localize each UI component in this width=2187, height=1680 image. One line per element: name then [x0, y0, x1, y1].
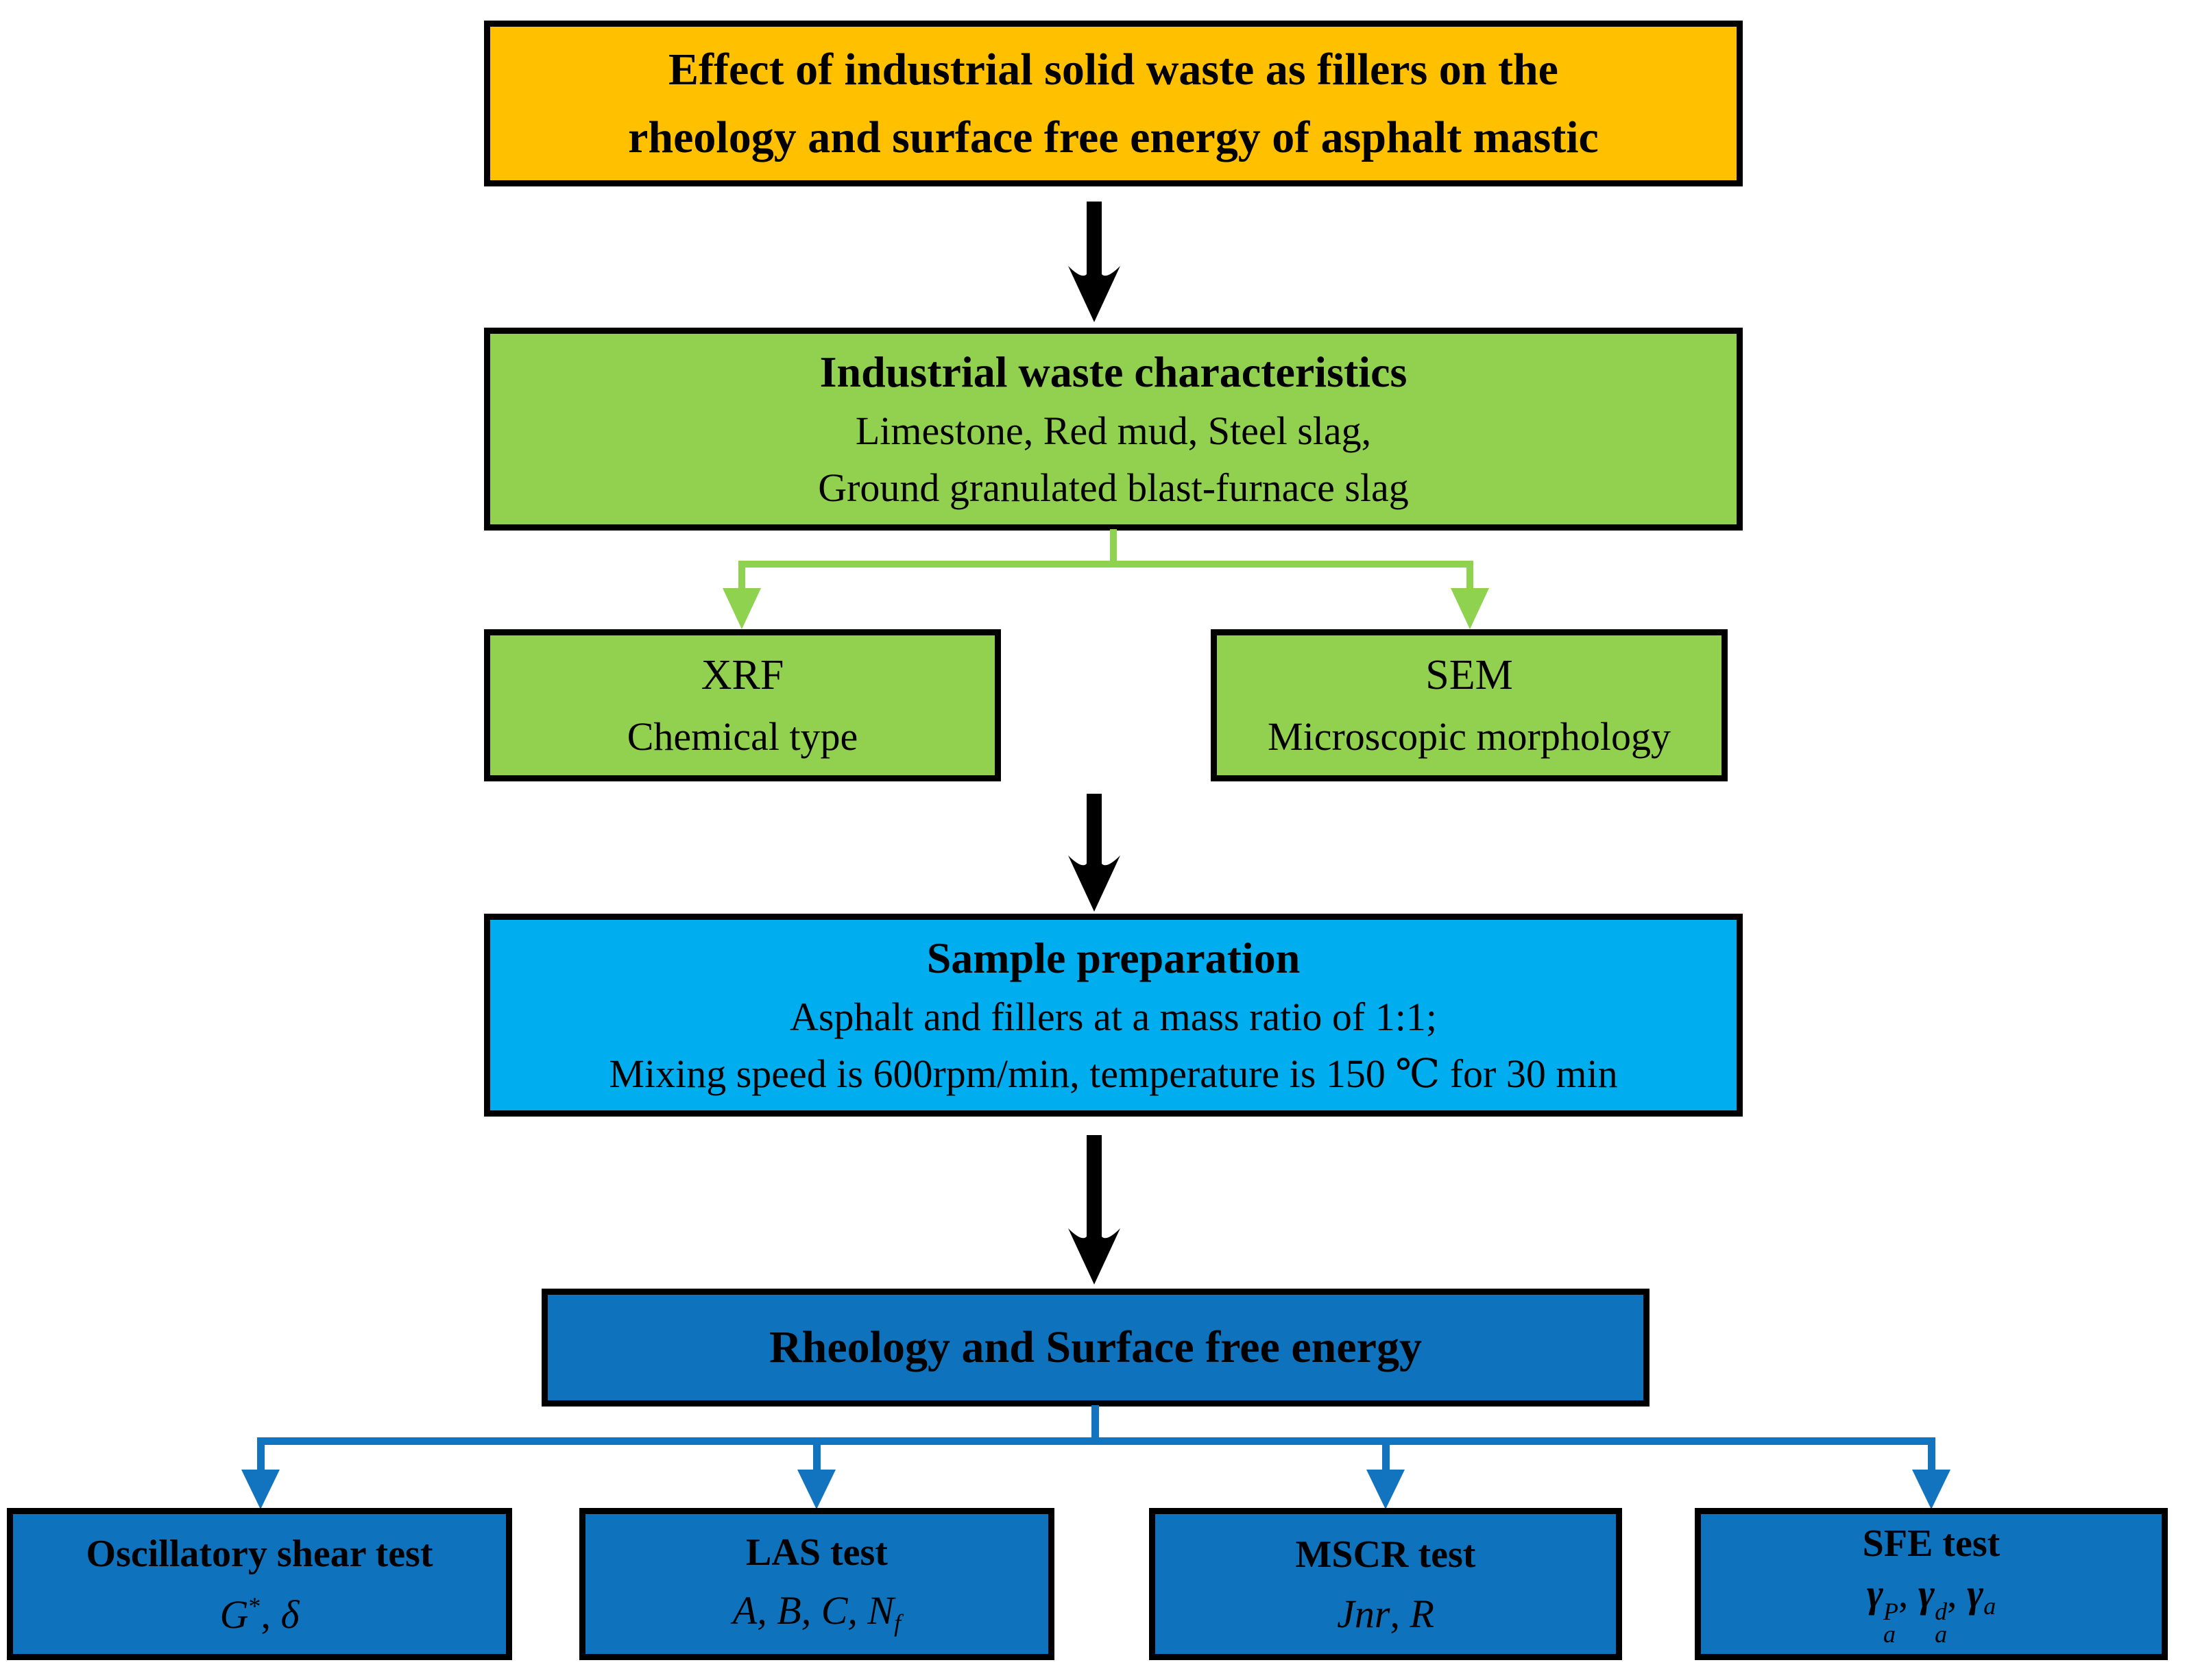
test-formula-oscillatory: G*, δ	[219, 1592, 300, 1637]
blue-connector-drop-1	[257, 1441, 265, 1471]
title-line-1: Effect of industrial solid waste as fill…	[668, 45, 1558, 95]
rheology-box: Rheology and Surface free energy	[542, 1289, 1650, 1407]
sample-line-1: Asphalt and fillers at a mass ratio of 1…	[790, 994, 1437, 1039]
green-arrowhead-right-icon	[1451, 588, 1489, 629]
sem-heading: SEM	[1425, 651, 1513, 698]
blue-connector-drop-2	[813, 1441, 821, 1471]
sample-heading: Sample preparation	[926, 933, 1301, 982]
test-box-oscillatory: Oscillatory shear test G*, δ	[7, 1508, 512, 1660]
xrf-caption: Chemical type	[627, 714, 858, 759]
title-line-2: rheology and surface free energy of asph…	[628, 112, 1599, 162]
test-title-las: LAS test	[746, 1531, 888, 1574]
sample-box: Sample preparation Asphalt and fillers a…	[484, 914, 1743, 1117]
sem-box: SEM Microscopic morphology	[1211, 629, 1728, 781]
waste-box: Industrial waste characteristics Limesto…	[484, 328, 1743, 531]
blue-arrowhead-4-icon	[1912, 1470, 1950, 1509]
green-connector-stub	[1110, 529, 1117, 565]
green-connector-hline	[738, 561, 1473, 568]
test-title-sfe: SFE test	[1862, 1522, 2001, 1566]
blue-connector-hline	[257, 1437, 1935, 1445]
test-title-oscillatory: Oscillatory shear test	[86, 1533, 433, 1576]
green-arrowhead-left-icon	[723, 588, 761, 629]
title-box: Effect of industrial solid waste as fill…	[484, 21, 1743, 186]
xrf-box: XRF Chemical type	[484, 629, 1001, 781]
green-connector-drop-right	[1466, 565, 1473, 589]
blue-arrowhead-3-icon	[1366, 1470, 1405, 1509]
waste-line-2: Ground granulated blast-furnace slag	[818, 465, 1409, 511]
xrf-heading: XRF	[701, 651, 784, 698]
waste-heading: Industrial waste characteristics	[819, 347, 1407, 396]
down-arrow-icon-1	[1068, 202, 1120, 322]
down-arrow-icon-2	[1068, 794, 1120, 912]
test-box-las: LAS test A, B, C, Nf	[579, 1508, 1054, 1660]
waste-line-1: Limestone, Red mud, Steel slag,	[855, 408, 1372, 453]
test-box-mscr: MSCR test Jnr, R	[1149, 1508, 1622, 1660]
rheology-heading: Rheology and Surface free energy	[769, 1322, 1422, 1373]
test-formula-las: A, B, C, Nf	[732, 1588, 902, 1638]
blue-arrowhead-2-icon	[797, 1470, 836, 1509]
blue-connector-drop-3	[1382, 1441, 1390, 1471]
test-title-mscr: MSCR test	[1295, 1533, 1476, 1576]
blue-arrowhead-1-icon	[241, 1470, 280, 1509]
test-formula-mscr: Jnr, R	[1337, 1592, 1434, 1637]
green-connector-drop-left	[738, 565, 745, 589]
blue-connector-drop-4	[1928, 1441, 1935, 1471]
blue-connector-stub	[1091, 1405, 1099, 1441]
sample-line-2: Mixing speed is 600rpm/min, temperature …	[609, 1051, 1618, 1097]
sem-caption: Microscopic morphology	[1268, 714, 1671, 759]
down-arrow-icon-3	[1068, 1135, 1120, 1285]
